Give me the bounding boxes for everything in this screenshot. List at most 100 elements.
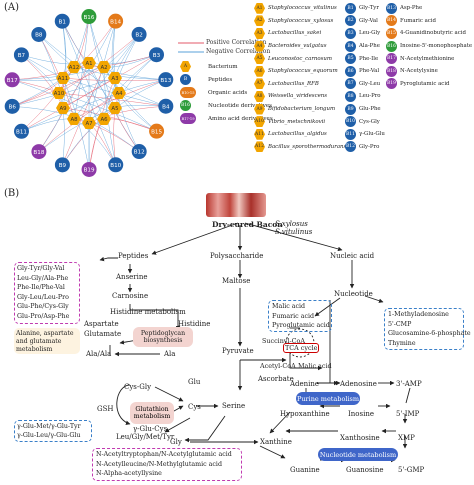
correlation-edge [21, 66, 75, 132]
peptides-name: Gly-Leu [359, 80, 381, 87]
hexagon-icon: A12 [254, 141, 265, 153]
node-cys: Cys [188, 403, 201, 411]
node-3-amp: 3'-AMP [396, 380, 422, 388]
metabolite-node-label: B13 [160, 78, 171, 84]
node-xanthosine: Xanthosine [340, 434, 380, 442]
node-cys-gly: Cys-Gly [124, 383, 152, 391]
amino-acid-icon: B17-19 [180, 113, 196, 124]
metabolite-node-label: B9 [59, 163, 67, 169]
circle-icon: B7 [345, 78, 356, 90]
correlation-edge [88, 16, 120, 94]
node-guanine: Guanine [290, 466, 320, 474]
bacterium-node [82, 56, 96, 70]
peptides-name: Ala-Phe [359, 43, 380, 50]
peptides-name: Leu-Gly [359, 30, 381, 37]
bacon-title: Dry-cured Bacon [212, 220, 283, 229]
node-gly: Gly [170, 438, 182, 446]
correlation-edge [62, 21, 67, 109]
node-guanosine: Guanosine [346, 466, 384, 474]
bacterium-node [67, 60, 81, 74]
node-hypoxanthine: Hypoxanthine [280, 410, 330, 418]
metabolites-name: Asp-Phe [400, 5, 423, 12]
correlation-edge [118, 92, 157, 132]
node-glu-cys: γ-Glu-Cys [133, 425, 168, 433]
metabolite-node [13, 47, 29, 63]
metabolite-node [81, 9, 97, 25]
metabolite-node-label: B15 [151, 129, 162, 135]
circle-icon: B18 [386, 65, 397, 77]
node-glu: Glu [188, 378, 201, 386]
node-5-imp: 5'-IMP [396, 410, 420, 418]
node-nucleic-acid: Nucleic acid [330, 252, 375, 260]
hexagon-icon: A8 [254, 90, 265, 102]
peptides-name: Glu-Phe [359, 106, 381, 113]
metabolite-node [108, 157, 124, 173]
organic-acid-icon: B10-15 [180, 87, 196, 98]
node-succinyl-coa: Succinyl-CoA [262, 337, 305, 345]
circle-icon: B5 [345, 53, 356, 65]
metabolite-node-label: B2 [135, 33, 142, 39]
bacterium-node-label: A6 [100, 117, 108, 123]
correlation-edge [62, 66, 105, 165]
peptide-circle-icon: B [180, 74, 191, 85]
node-carnosine: Carnosine [112, 292, 149, 300]
bacterium-node-label: A7 [85, 121, 92, 127]
bacterium-node [56, 101, 71, 115]
bacterium-node-label: A12 [69, 65, 80, 71]
glu-dashed-box: γ-Glu-Met/γ-Glu-Tyr γ-Glu-Leu/γ-Glu-Glu [14, 420, 92, 442]
acid-item: Pyroglutamic acid [272, 322, 330, 329]
metabolite-node [31, 144, 47, 160]
metabolite-node [158, 98, 174, 114]
circle-icon: B4 [345, 40, 356, 52]
panel-a-label: (A) [4, 2, 20, 13]
bacon-image [206, 193, 266, 217]
node-xanthine: Xanthine [260, 438, 292, 446]
circle-icon: B6 [345, 65, 356, 77]
metabolite-node-label: B11 [16, 129, 27, 135]
metabolites-name: N-Acetylmethionine [400, 55, 455, 62]
node-ala-ala: Ala/Ala [86, 350, 112, 358]
acid-item: Fumaric acid [272, 312, 315, 320]
circle-icon: B12 [345, 141, 356, 153]
legend-bacterium: A Bacterium [180, 60, 273, 73]
circle-icon: B17 [386, 53, 397, 65]
metabolite-node [108, 13, 124, 29]
bacterium-node-label: A4 [115, 91, 123, 97]
metabolites-name: N-Acetylysine [400, 68, 438, 75]
metabolite-node [13, 123, 29, 139]
peptides-name: Cys-Gly [359, 118, 380, 125]
n-acetyl-dashed-box: N-Acetyltryptophan/N-Acetylglutamic acid… [92, 448, 242, 481]
metabolite-node [54, 13, 70, 29]
bacterium-node [107, 71, 122, 85]
peptides-name: Phe-Val [359, 68, 380, 75]
nucleo-item: 1-Methyladenosine [388, 311, 449, 318]
metabolite-node [81, 161, 97, 177]
node-adenosine: Adenosine [340, 380, 377, 388]
negative-correlation-label: Negative Correlation [206, 48, 271, 55]
peptides-name: γ-Glu-Glu [359, 131, 385, 138]
bacteria-name: Staphylococcus_vitulinus [268, 5, 337, 12]
bacteria-name: Bacillus_sporothermodurans [268, 143, 347, 150]
metabolite-node-label: B6 [8, 105, 16, 111]
bacteria-name: Bifidobacterium_longum [268, 106, 336, 113]
metabolite-node [4, 72, 20, 88]
nucleo-item: Glucosamine-6-phosphate [388, 330, 471, 337]
circle-icon: B11 [345, 128, 356, 140]
hexagon-icon: A6 [254, 65, 265, 77]
circle-icon: B1 [345, 2, 356, 14]
metabolite-node-label: B19 [84, 168, 95, 174]
peptides-name: Gly-Tyr [359, 5, 379, 12]
